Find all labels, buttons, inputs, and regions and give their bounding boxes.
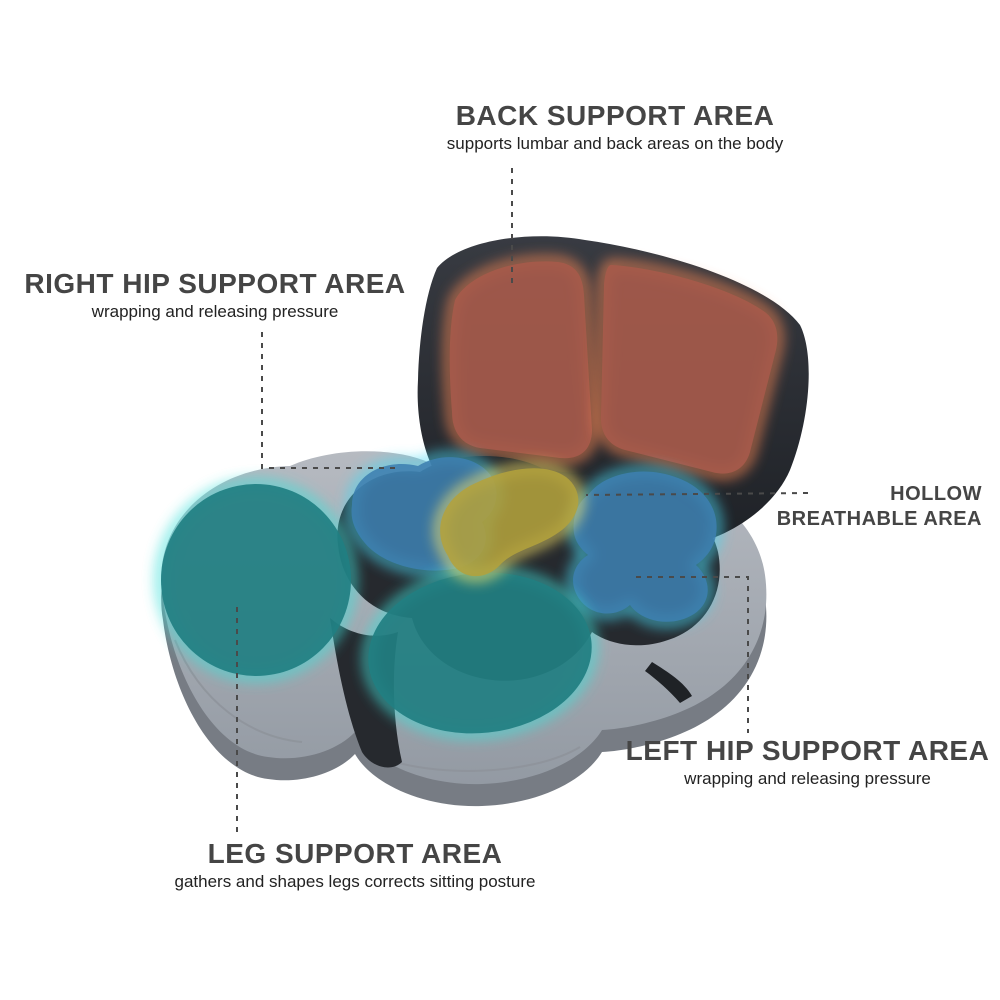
leg-support-subtitle: gathers and shapes legs corrects sitting… <box>174 872 536 891</box>
back-support-subtitle: supports lumbar and back areas on the bo… <box>446 134 784 153</box>
right-hip-subtitle: wrapping and releasing pressure <box>91 302 339 321</box>
back-support-title: BACK SUPPORT AREA <box>455 100 775 131</box>
seat-seam-left <box>174 639 303 743</box>
strap <box>645 662 692 703</box>
callout-right-hip: RIGHT HIP SUPPORT AREA wrapping and rele… <box>10 268 420 324</box>
leg-support-title: LEG SUPPORT AREA <box>207 838 503 869</box>
left-hip-title: LEFT HIP SUPPORT AREA <box>625 735 990 766</box>
callout-leg-support: LEG SUPPORT AREA gathers and shapes legs… <box>150 838 560 894</box>
hollow-title-line1: HOLLOW <box>890 483 982 505</box>
back-support-zone-left <box>449 261 592 459</box>
hollow-breathable-connector <box>585 492 809 496</box>
callout-hollow-breathable: HOLLOW BREATHABLE AREA <box>732 482 982 532</box>
hollow-title-line2: BREATHABLE AREA <box>776 508 982 530</box>
seat-seam-front <box>379 746 581 772</box>
left-hip-subtitle: wrapping and releasing pressure <box>684 769 931 788</box>
leg-zone-left <box>161 484 351 676</box>
left-hip-connector <box>636 576 749 733</box>
right-hip-connector <box>261 332 397 469</box>
callout-left-hip: LEFT HIP SUPPORT AREA wrapping and relea… <box>615 735 1000 791</box>
right-hip-title: RIGHT HIP SUPPORT AREA <box>24 268 406 299</box>
callout-back-support: BACK SUPPORT AREA supports lumbar and ba… <box>315 100 915 156</box>
